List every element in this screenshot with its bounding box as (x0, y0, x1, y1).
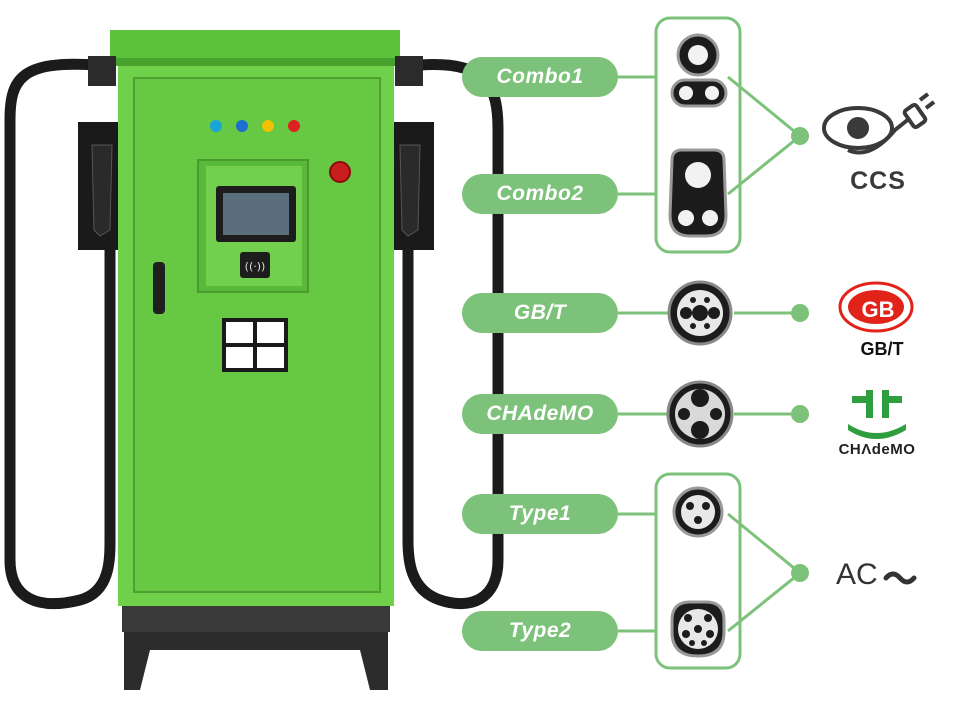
combo1-connector-icon (670, 33, 728, 108)
left-cable-gland (88, 56, 116, 86)
ccs-junction-dot (791, 127, 809, 145)
gbt-label-pill: GB/T (462, 293, 618, 333)
right-nozzle (399, 144, 421, 237)
type1-connector-icon (672, 486, 724, 538)
ccs-group-frame (654, 16, 742, 254)
indicator-light (210, 120, 222, 132)
door-handle (153, 262, 165, 314)
gb-standard-icon (838, 281, 914, 333)
combo2-connector-icon (668, 148, 728, 238)
indicator-light (288, 120, 300, 132)
gbt-group-label: GB/T (860, 339, 904, 359)
gbt-connector-icon (667, 280, 733, 346)
type2-label-pill: Type2 (462, 611, 618, 651)
chademo-junction-dot (791, 405, 809, 423)
emergency-stop-button (329, 161, 351, 183)
ac-label: AC (836, 558, 878, 591)
ccs-label: CCS (850, 167, 906, 195)
ac-wave-icon (883, 571, 917, 585)
combo1-label-pill: Combo1 (462, 57, 618, 97)
svg-text:((·)): ((·)) (245, 260, 266, 273)
chademo-label-pill: CHAdeMO (462, 394, 618, 434)
type2-connector-icon (670, 600, 726, 658)
chademo-connector-icon (666, 380, 734, 448)
gbt-junction-dot (791, 304, 809, 322)
ac-group-frame (654, 472, 742, 670)
chademo-logo-icon (848, 390, 906, 439)
rfid-card-reader (240, 252, 270, 278)
left-nozzle (91, 144, 113, 237)
right-cable-gland (395, 56, 423, 86)
indicator-lights (210, 120, 300, 132)
gb-mark-text: GB (861, 297, 895, 322)
left-cable (4, 58, 116, 610)
type1-label-pill: Type1 (462, 494, 618, 534)
chademo-group-label: CHΛdeMO (838, 441, 916, 458)
ccs-plug-icon (822, 92, 936, 155)
indicator-light (236, 120, 248, 132)
combo2-label-pill: Combo2 (462, 174, 618, 214)
ac-junction-dot (791, 564, 809, 582)
station-base (122, 606, 390, 632)
indicator-light (262, 120, 274, 132)
